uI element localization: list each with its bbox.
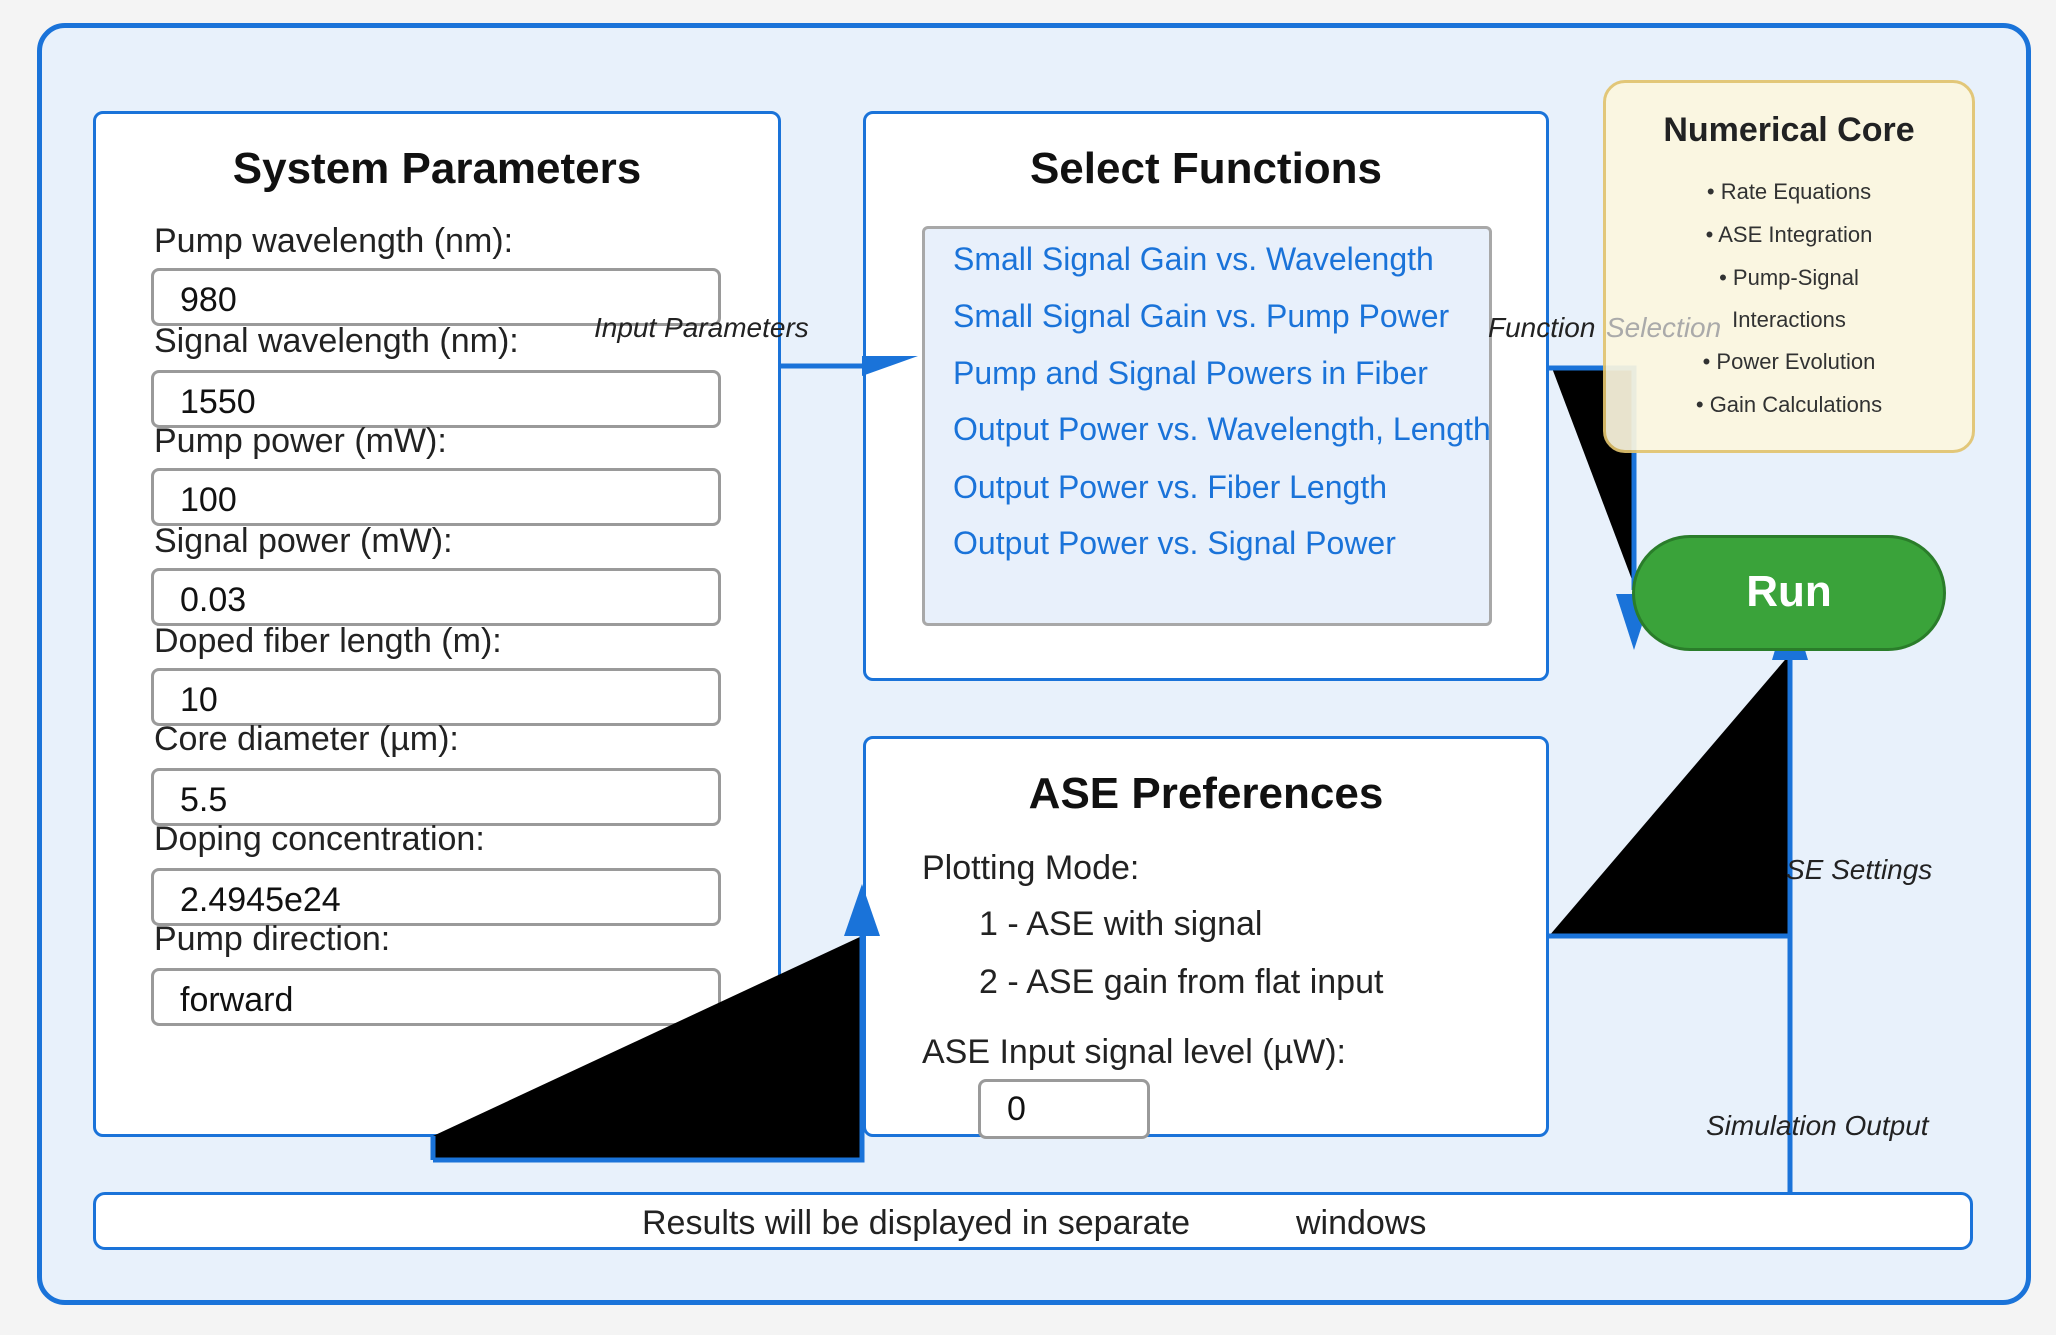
selection-label: Selection (1606, 312, 1722, 343)
plotting-mode-label: Plotting Mode: (922, 849, 1140, 887)
input-to-ase-connector (433, 930, 865, 1163)
core-item: • Gain Calculations (1695, 392, 1883, 417)
function-item[interactable]: Output Power vs. Fiber Length (953, 469, 1387, 505)
pump-power-label: Pump power (mW): (154, 422, 447, 460)
function-item[interactable]: Small Signal Gain vs. Wavelength (953, 241, 1434, 277)
connector-fill-ase-settings (1549, 654, 1790, 936)
select-functions-panel: Select Functions Small Signal Gain vs. W… (863, 111, 1549, 681)
ase-preferences-title: ASE Preferences (1028, 769, 1384, 818)
fiber-length-input[interactable]: 10 (151, 668, 721, 726)
plotting-mode-option-1[interactable]: 1 - ASE with signal (979, 905, 1263, 943)
function-label: Function (1488, 312, 1596, 343)
pump-power-input[interactable]: 100 (151, 468, 721, 526)
ase-input-level-input[interactable]: 0 (978, 1079, 1150, 1139)
core-item: • Power Evolution (1702, 349, 1876, 374)
doping-concentration-label: Doping concentration: (154, 820, 485, 858)
function-item[interactable]: Output Power vs. Signal Power (953, 525, 1396, 561)
ase-settings-label: SE Settings (1786, 854, 1933, 885)
system-parameters-title: System Parameters (232, 144, 642, 193)
simulation-output-label: Simulation Output (1706, 1110, 1929, 1141)
core-item: • ASE Integration (1705, 222, 1873, 247)
doping-concentration-input[interactable]: 2.4945e24 (151, 868, 721, 926)
signal-power-label: Signal power (mW): (154, 522, 453, 560)
pump-direction-label: Pump direction: (154, 920, 391, 958)
signal-wavelength-label: Signal wavelength (nm): (154, 322, 519, 360)
signal-power-input[interactable]: 0.03 (151, 568, 721, 626)
system-parameters-panel: System Parameters Pump wavelength (nm): … (93, 111, 781, 1137)
select-functions-title: Select Functions (1029, 144, 1383, 193)
pump-direction-input[interactable]: forward (151, 968, 721, 1026)
numerical-core-title: Numerical Core (1663, 111, 1915, 149)
run-button[interactable]: Run (1632, 535, 1946, 651)
fiber-length-label: Doped fiber length (m): (154, 622, 502, 660)
core-diameter-input[interactable]: 5.5 (151, 768, 721, 826)
core-diameter-label: Core diameter (µm): (154, 720, 459, 758)
arrow-head-input (862, 356, 918, 376)
results-text: Results will be displayed in separate (642, 1204, 1191, 1242)
function-item[interactable]: Pump and Signal Powers in Fiber (953, 355, 1428, 391)
plotting-mode-option-2[interactable]: 2 - ASE gain from flat input (979, 963, 1384, 1001)
signal-wavelength-input[interactable]: 1550 (151, 370, 721, 428)
core-item: Interactions (1732, 307, 1846, 332)
numerical-core-box: Numerical Core • Rate Equations • ASE In… (1603, 80, 1975, 453)
function-list: Small Signal Gain vs. Wavelength Small S… (922, 226, 1492, 626)
ase-input-level-label: ASE Input signal level (µW): (922, 1033, 1346, 1071)
connector-fill-input (433, 936, 862, 1160)
function-item[interactable]: Output Power vs. Wavelength, Length (953, 411, 1491, 447)
results-bar: Results will be displayed in separate wi… (93, 1192, 1973, 1250)
pump-wavelength-label: Pump wavelength (nm): (154, 222, 514, 260)
results-text-windows: windows (1296, 1204, 1427, 1242)
function-item[interactable]: Small Signal Gain vs. Pump Power (953, 298, 1450, 334)
input-parameters-label: Input Parameters (594, 312, 809, 343)
core-item: • Rate Equations (1706, 179, 1872, 204)
ase-preferences-panel: ASE Preferences Plotting Mode: 1 - ASE w… (863, 736, 1549, 1139)
pump-wavelength-input[interactable]: 980 (151, 268, 721, 326)
core-item: • Pump-Signal (1719, 265, 1859, 290)
arrow-head-ase-panel (844, 884, 880, 936)
